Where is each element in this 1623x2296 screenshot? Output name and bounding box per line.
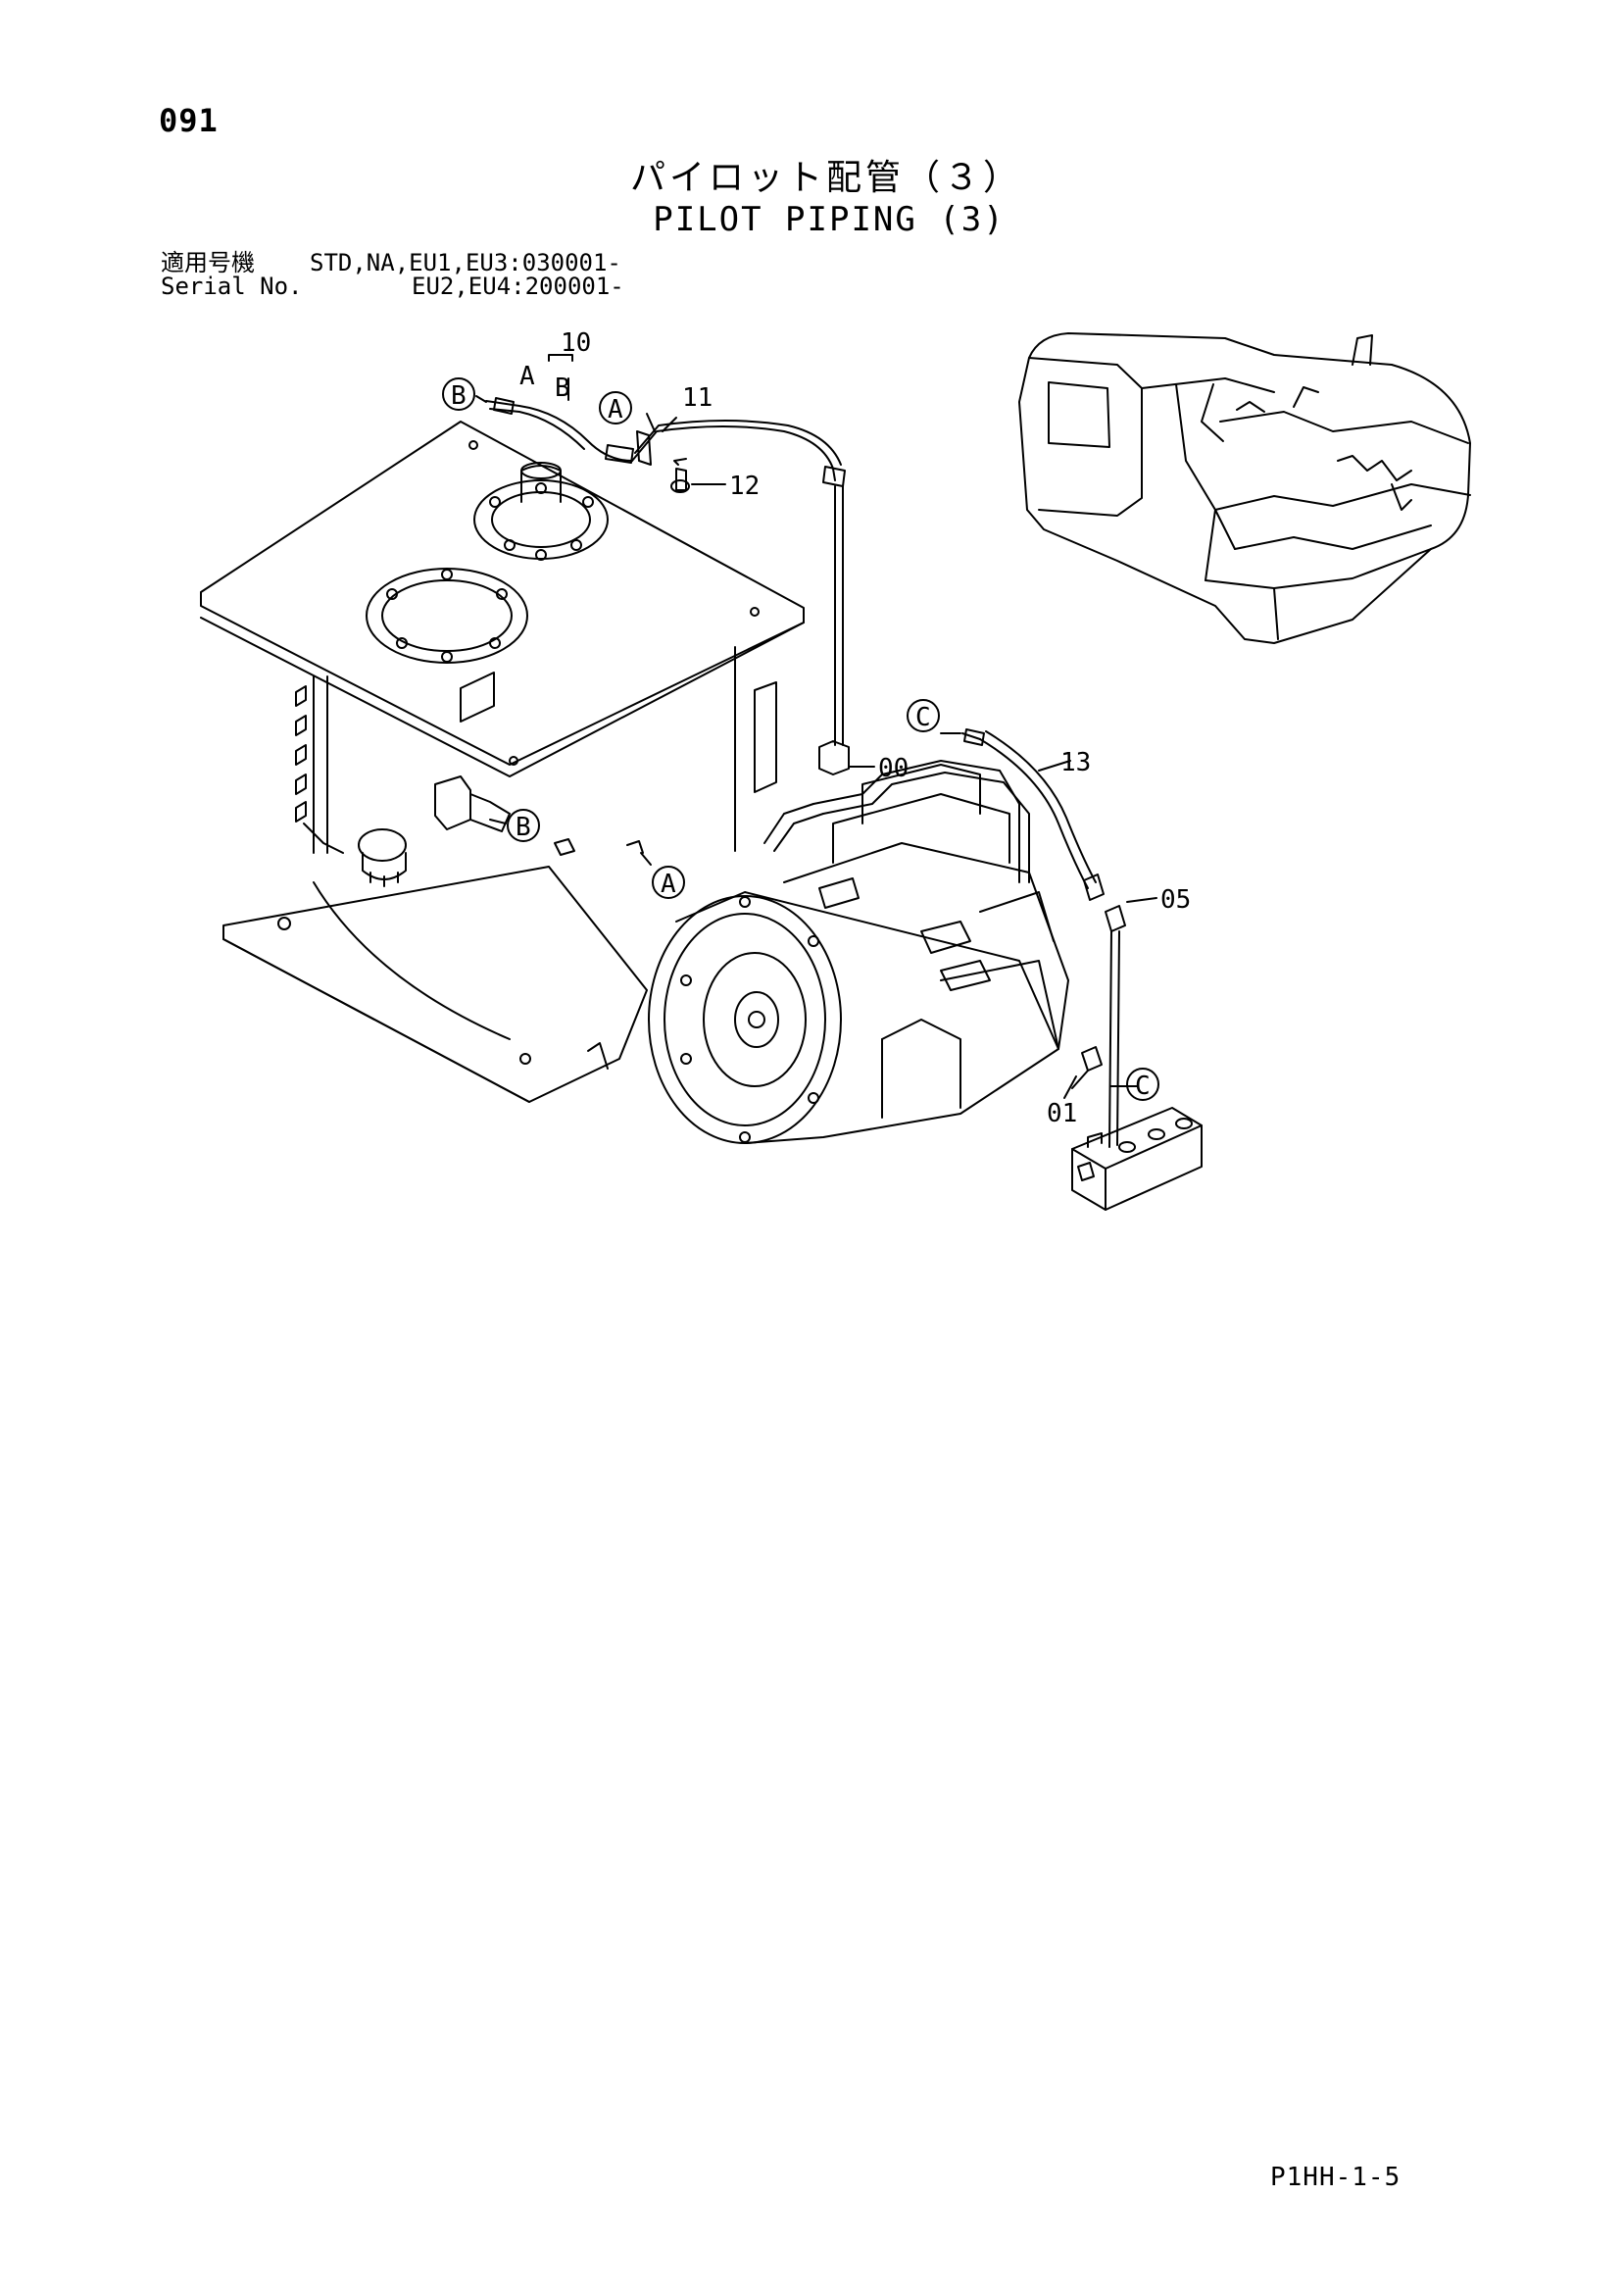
serial-number-block: 適用号機 STD,NA,EU1,EU3:030001- Serial No. E…	[161, 251, 624, 298]
hydraulic-pump-drawing	[648, 760, 1069, 1144]
part-number-10: 10	[561, 328, 591, 358]
callout-circle-a-lower	[652, 866, 685, 899]
callout-leaders	[475, 354, 1157, 1099]
part-number-11: 11	[682, 383, 713, 413]
page-number: 091	[159, 102, 219, 139]
callout-letter-b-upper: B	[451, 381, 467, 411]
hose-end-label-a: A	[519, 362, 535, 391]
serial-line-2: EU2,EU4:200001-	[412, 273, 624, 300]
callout-letter-b-lower: B	[516, 813, 531, 842]
serial-line-1: STD,NA,EU1,EU3:030001-	[310, 249, 621, 276]
excavator-overview-drawing	[1018, 332, 1471, 644]
part-number-05: 05	[1160, 885, 1191, 915]
part-number-00: 00	[878, 754, 909, 783]
callout-circle-c-upper	[907, 699, 940, 732]
part-number-12: 12	[729, 472, 760, 501]
pilot-block-drawing	[1071, 1107, 1203, 1211]
tank-cover-plate-drawing	[200, 421, 805, 777]
part-number-13: 13	[1060, 748, 1091, 777]
callout-circle-b-lower	[507, 809, 540, 842]
callout-circle-b-upper	[442, 377, 475, 411]
callout-letter-a-lower: A	[661, 870, 676, 899]
callout-letter-c-upper: C	[915, 703, 931, 732]
hose-end-label-b: B	[555, 374, 570, 403]
callout-circle-c-lower	[1126, 1068, 1159, 1101]
hydraulic-tank-body-drawing	[222, 646, 777, 1103]
callout-circle-a-upper	[599, 391, 632, 424]
callout-letter-c-lower: C	[1135, 1072, 1151, 1101]
page-title-english: PILOT PIPING (3)	[653, 200, 1006, 239]
serial-label-english: Serial No.	[161, 273, 303, 300]
pilot-hoses	[485, 397, 1126, 1148]
serial-label-japanese: 適用号機	[161, 249, 255, 276]
callout-letter-a-upper: A	[608, 395, 623, 424]
page-title-japanese: パイロット配管（３）	[629, 158, 1022, 198]
drawing-code: P1HH-1-5	[1270, 2163, 1402, 2192]
part-number-01: 01	[1047, 1099, 1077, 1128]
